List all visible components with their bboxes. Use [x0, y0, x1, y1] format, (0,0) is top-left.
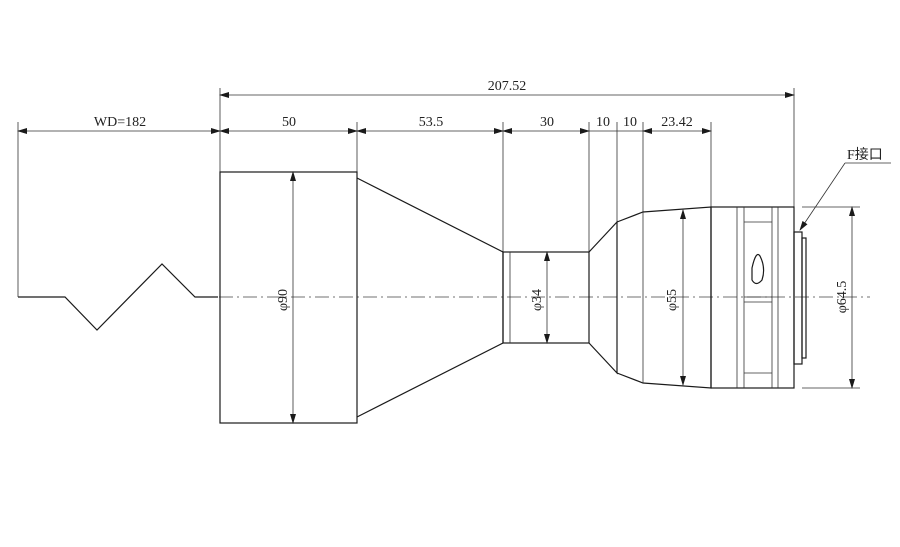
- working-distance-break-line: [18, 263, 218, 331]
- front-barrel: [219, 171, 358, 424]
- f-mount-plate: [793, 231, 803, 365]
- flare-section: [588, 220, 618, 375]
- narrow-tube: [502, 251, 590, 344]
- dim-seg4: 10: [596, 115, 610, 130]
- f-mount-lip: [801, 237, 807, 359]
- bayonet-tab: [751, 253, 765, 285]
- dim-working-distance: WD=182: [94, 115, 146, 130]
- mount-leader-line: [799, 162, 846, 231]
- cone-section: [356, 177, 504, 418]
- dim-diameter-tube: φ34: [530, 289, 545, 311]
- dim-seg5: 10: [623, 115, 637, 130]
- mount-label: F接口: [847, 146, 883, 163]
- rear-body: [616, 206, 712, 389]
- dim-seg3: 30: [540, 115, 554, 130]
- dim-diameter-mount: φ64.5: [835, 281, 850, 314]
- dim-diameter-front: φ90: [276, 289, 291, 311]
- mount-flange: [710, 206, 795, 389]
- dim-seg1: 50: [282, 115, 296, 130]
- dim-seg2: 53.5: [419, 115, 444, 130]
- dim-seg6: 23.42: [661, 115, 693, 130]
- dim-diameter-rear: φ55: [665, 289, 680, 311]
- dim-total-length: 207.52: [488, 79, 527, 94]
